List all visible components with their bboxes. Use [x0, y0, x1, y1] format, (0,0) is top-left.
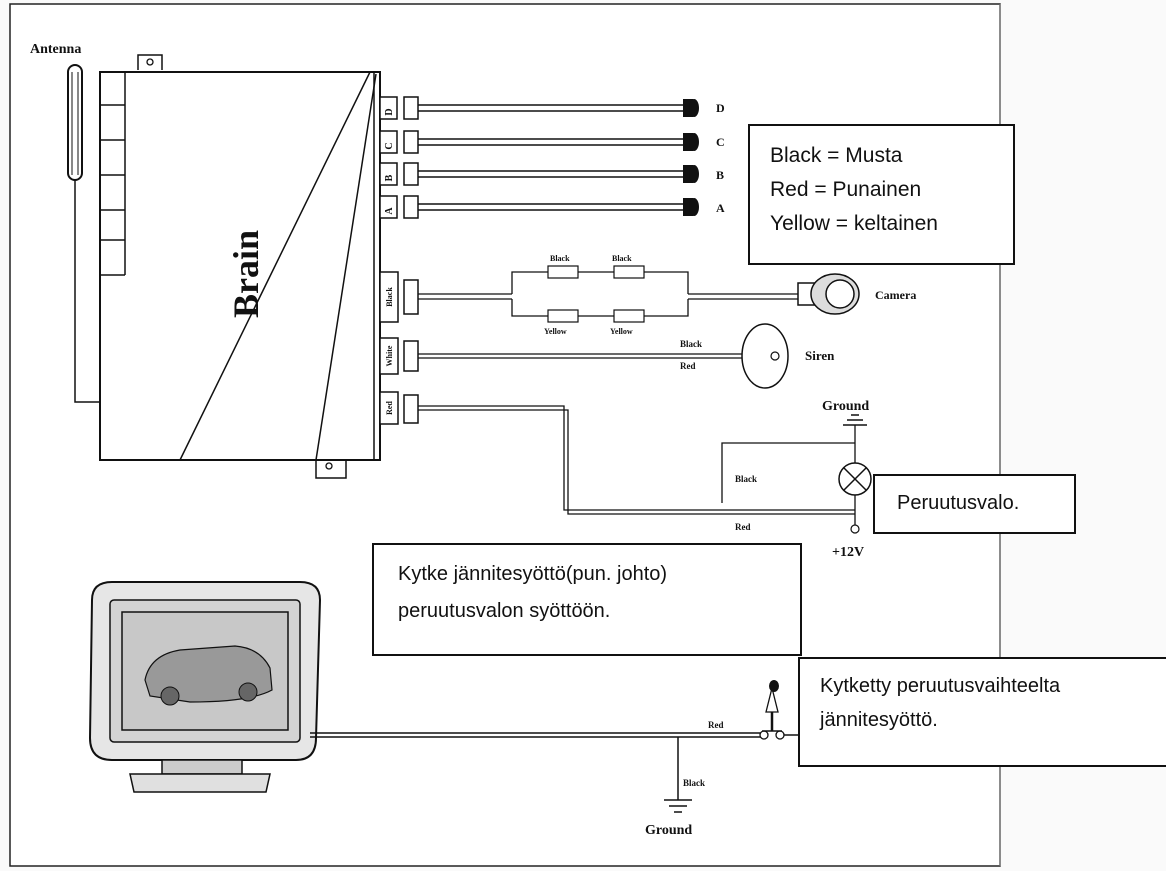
- rca-connectors: Black Black Yellow Yellow: [544, 254, 645, 336]
- sensor-b-label: B: [716, 168, 724, 182]
- power-feed-line1: Kytke jännitesyöttö(pun. johto): [398, 563, 668, 585]
- plug-black-2-label: Black: [612, 254, 632, 263]
- legend-red: Red = Punainen: [770, 178, 922, 201]
- port-red-label: Red: [385, 401, 394, 415]
- port-b-label: B: [384, 174, 395, 181]
- power-feed-note: Kytke jännitesyöttö(pun. johto) peruutus…: [372, 543, 802, 656]
- monitor: [88, 581, 322, 793]
- reverse-light-wiring: [418, 405, 856, 525]
- ground-symbol-top: [843, 414, 867, 426]
- plug-yellow-2-label: Yellow: [610, 327, 633, 336]
- plug-yellow-1-label: Yellow: [544, 327, 567, 336]
- siren: Siren: [741, 323, 835, 389]
- plug-black-1-label: Black: [550, 254, 570, 263]
- port-black-label: Black: [385, 287, 394, 307]
- lamp-red-label: Red: [735, 522, 751, 532]
- reverse-switch: [759, 680, 800, 740]
- siren-black-label: Black: [680, 339, 702, 349]
- ground-symbol-bottom: [664, 799, 692, 813]
- legend-yellow: Yellow = keltainen: [770, 212, 938, 235]
- brain-label: Brain: [226, 230, 266, 318]
- monitor-wiring: [310, 732, 762, 800]
- monitor-black-label: Black: [683, 778, 705, 788]
- legend-black: Black = Musta: [770, 144, 903, 167]
- color-legend-note: Black = Musta Red = Punainen Yellow = ke…: [748, 124, 1015, 265]
- sensor-wires: [418, 104, 683, 211]
- siren-wiring: Black Red: [418, 339, 745, 371]
- siren-label: Siren: [805, 348, 835, 363]
- switched-feed-note: Kytketty peruutusvaihteelta jännitesyött…: [798, 657, 1166, 767]
- port-d-label: D: [384, 108, 395, 115]
- reverse-light-note: Peruutusvalo.: [873, 474, 1076, 534]
- port-white-label: White: [385, 345, 394, 366]
- sensor-a-label: A: [716, 201, 725, 215]
- antenna-label: Antenna: [30, 42, 81, 57]
- sensor-c-label: C: [716, 135, 725, 149]
- brain-unit: Brain: [99, 54, 381, 479]
- parking-sensors: D C B A: [683, 99, 725, 216]
- reverse-light-label: Peruutusvalo.: [897, 492, 1020, 514]
- sensor-d-label: D: [716, 101, 725, 115]
- ground-bottom-label: Ground: [645, 823, 692, 838]
- reverse-lamp: [838, 462, 872, 534]
- sensor-ports: D C B A: [379, 96, 419, 219]
- switched-feed-line1: Kytketty peruutusvaihteelta: [820, 675, 1061, 697]
- camera-wiring: [418, 271, 800, 317]
- io-ports: Black White Red: [379, 271, 419, 425]
- ground-top-label: Ground: [822, 399, 869, 414]
- antenna: Antenna: [30, 42, 102, 403]
- monitor-red-label: Red: [708, 720, 724, 730]
- camera-label: Camera: [875, 288, 916, 302]
- port-a-label: A: [384, 207, 395, 215]
- switched-feed-line2: jännitesyöttö.: [820, 709, 938, 731]
- power-feed-line2: peruutusvalon syöttöön.: [398, 600, 611, 622]
- port-c-label: C: [384, 142, 395, 149]
- lamp-black-label: Black: [735, 474, 757, 484]
- plus12v-label: +12V: [832, 545, 864, 560]
- siren-red-label: Red: [680, 361, 696, 371]
- camera: Camera: [797, 273, 916, 315]
